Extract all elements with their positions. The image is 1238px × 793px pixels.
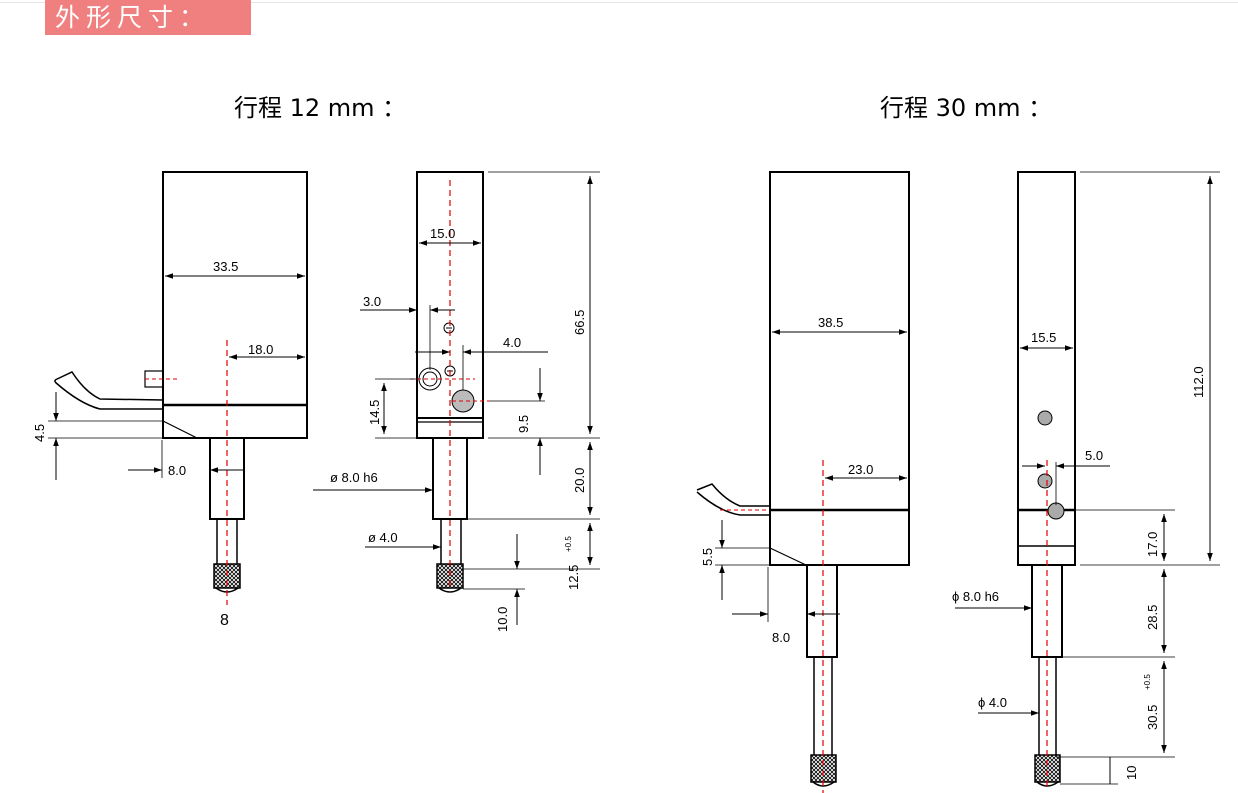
view-30-front [696, 171, 910, 793]
dim-12-d20: 20.0 [572, 468, 587, 493]
dim-30-height-112: 112.0 [1191, 366, 1206, 398]
heading-stroke-30: 行程 30 mm ： [880, 94, 1053, 122]
dim-30-cable-8: 8.0 [772, 630, 790, 645]
housing-body [162, 171, 308, 439]
top-divider-line [0, 2, 1238, 3]
shaft [209, 437, 245, 520]
dim-12-axis-offset: 18.0 [248, 342, 273, 357]
dim-12-d9-5: 9.5 [516, 415, 531, 433]
dim-30-tip-len: 10 [1124, 766, 1139, 780]
dim-30-d5: 5.0 [1085, 448, 1103, 463]
housing-body-30 [769, 171, 910, 566]
dim-12-height-4-5: 4.5 [32, 424, 47, 442]
view-12-side [313, 171, 600, 625]
dim-12-tip-dia: ø 4.0 [368, 530, 398, 545]
dim-12-shaft-dia: ø 8.0 h6 [330, 470, 378, 485]
dim-12-cable-8: 8.0 [168, 463, 186, 478]
dim-12-height-66-5: 66.5 [572, 310, 587, 335]
dim-12-side-width: 15.0 [430, 226, 455, 241]
dim-30-d28-5: 28.5 [1145, 605, 1160, 630]
dim-12-stroke: 12.5 [566, 565, 581, 590]
dim-12-d14-5: 14.5 [367, 400, 382, 425]
dim-30-height-5-5: 5.5 [700, 548, 715, 566]
housing-side-30 [1017, 171, 1076, 566]
dim-12-tolerance: +0.5 [564, 536, 573, 552]
dim-30-tip-dia: ϕ 4.0 [978, 695, 1007, 710]
dim-30-axis-offset: 23.0 [848, 462, 873, 477]
dim-30-width: 38.5 [818, 315, 843, 330]
view-30-side [955, 171, 1220, 790]
dim-30-tolerance: +0.5 [1143, 674, 1152, 690]
dim-12-tip-len: 10.0 [495, 607, 510, 632]
section-banner: 外形尺寸： [45, 0, 251, 35]
dim-12-d3: 3.0 [363, 294, 381, 309]
dim-30-shaft-dia: ϕ 8.0 h6 [952, 589, 999, 604]
dim-12-width: 33.5 [213, 259, 238, 274]
view-12-front [48, 171, 308, 605]
dim-12-d4: 4.0 [503, 335, 521, 350]
dim-30-d17: 17.0 [1145, 532, 1160, 557]
dim-12-bottom-8: 8 [220, 612, 229, 629]
dim-30-stroke: 30.5 [1145, 705, 1160, 730]
dim-30-side-width: 15.5 [1031, 330, 1056, 345]
heading-stroke-12: 行程 12 mm ： [234, 94, 407, 122]
